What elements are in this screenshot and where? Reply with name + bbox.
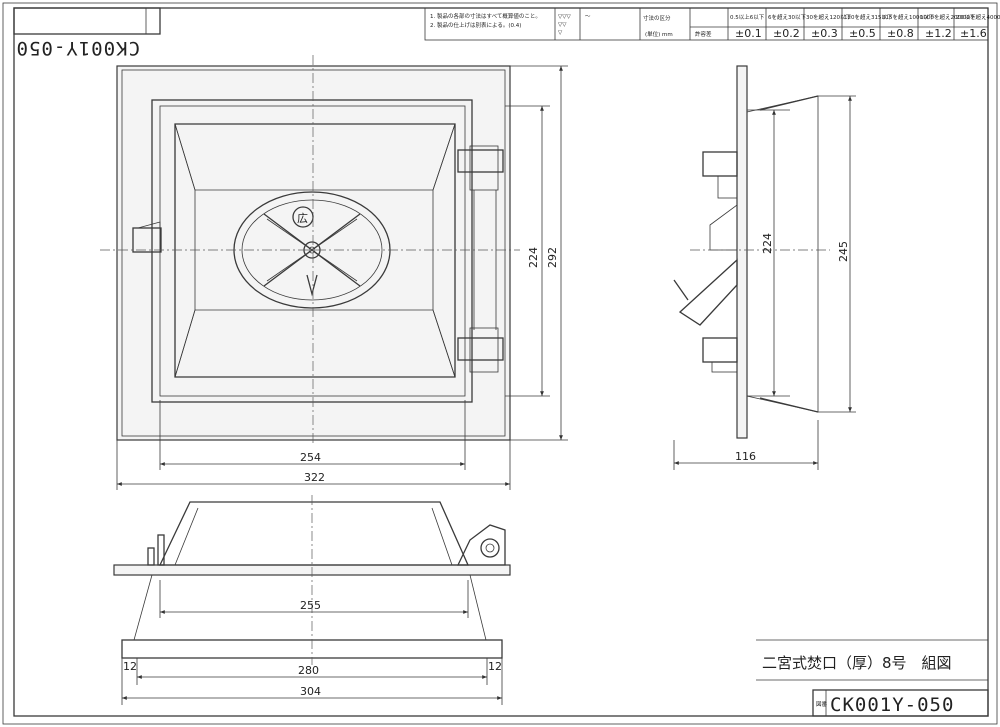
side-dimensions: 224 245 116 [673, 95, 856, 470]
title-block: 二宮式焚口（厚）8号 組図 図番 CK001Y-050 [756, 639, 989, 717]
dim-254: 254 [300, 451, 321, 464]
range-5: 315を超え1000以下 [882, 13, 934, 21]
dim-245: 245 [837, 241, 850, 262]
finish-symbol-2: ▽▽ [558, 22, 567, 28]
range-6: 1000を超え2000以下 [920, 13, 976, 21]
notes-table: 1. 製品の各部の寸法はすべて概算値のこと。 2. 製品の仕上げは別表による。(… [424, 7, 1000, 41]
tol-value-4: ±0.5 [849, 27, 876, 40]
tolerance-unit: (単位) mm [645, 30, 673, 38]
range-7: 2000を超え4000以下 [956, 13, 1000, 21]
emblem-glyph: 広 [297, 212, 308, 225]
range-1: 0.5以上6以下 [730, 13, 765, 21]
range-3: 30を超え120以下 [806, 13, 851, 21]
drawing-code: CK001Y-050 [830, 694, 954, 716]
front-view: 広 [100, 55, 520, 445]
dim-224-side: 224 [761, 233, 774, 254]
dim-292: 292 [546, 247, 559, 268]
range-2: 6を超え30以下 [768, 13, 806, 21]
tolerance-header: 寸法の区分 [643, 14, 671, 22]
bottom-view [113, 495, 511, 665]
dim-12-left: 12 [123, 660, 137, 673]
dim-255: 255 [300, 599, 321, 612]
side-view [673, 65, 830, 439]
note-2: 2. 製品の仕上げは別表による。(0.4) [430, 21, 521, 29]
tol-value-2: ±0.2 [773, 27, 800, 40]
tol-value-5: ±0.8 [887, 27, 914, 40]
tol-value-3: ±0.3 [811, 27, 838, 40]
tolerance-label: 許容差 [695, 30, 712, 38]
finish-symbol-4: ～ [585, 14, 591, 20]
bottom-dimensions: 255 280 12 12 304 [121, 580, 503, 705]
tol-value-6: ±1.2 [925, 27, 952, 40]
tol-value-1: ±0.1 [735, 27, 762, 40]
drawing-title: 二宮式焚口（厚）8号 組図 [762, 654, 952, 672]
tol-value-7: ±1.6 [960, 27, 987, 40]
finish-symbol-1: ▽▽▽ [558, 14, 571, 20]
dim-280: 280 [298, 664, 319, 677]
dim-304: 304 [300, 685, 321, 698]
finish-symbol-3: ▽ [558, 30, 563, 36]
drawing-number-label: 図番 [816, 701, 828, 708]
front-dimensions: 254 322 224 292 [116, 65, 568, 490]
dim-224-front: 224 [527, 247, 540, 268]
range-4: 120を超え315以下 [844, 13, 893, 21]
dim-116: 116 [735, 450, 756, 463]
note-1: 1. 製品の各部の寸法はすべて概算値のこと。 [430, 12, 541, 20]
dim-12-right: 12 [488, 660, 502, 673]
dim-322: 322 [304, 471, 325, 484]
mirrored-code-box: CK001Y-050 [13, 7, 161, 59]
mirrored-code-text: CK001Y-050 [16, 37, 140, 59]
